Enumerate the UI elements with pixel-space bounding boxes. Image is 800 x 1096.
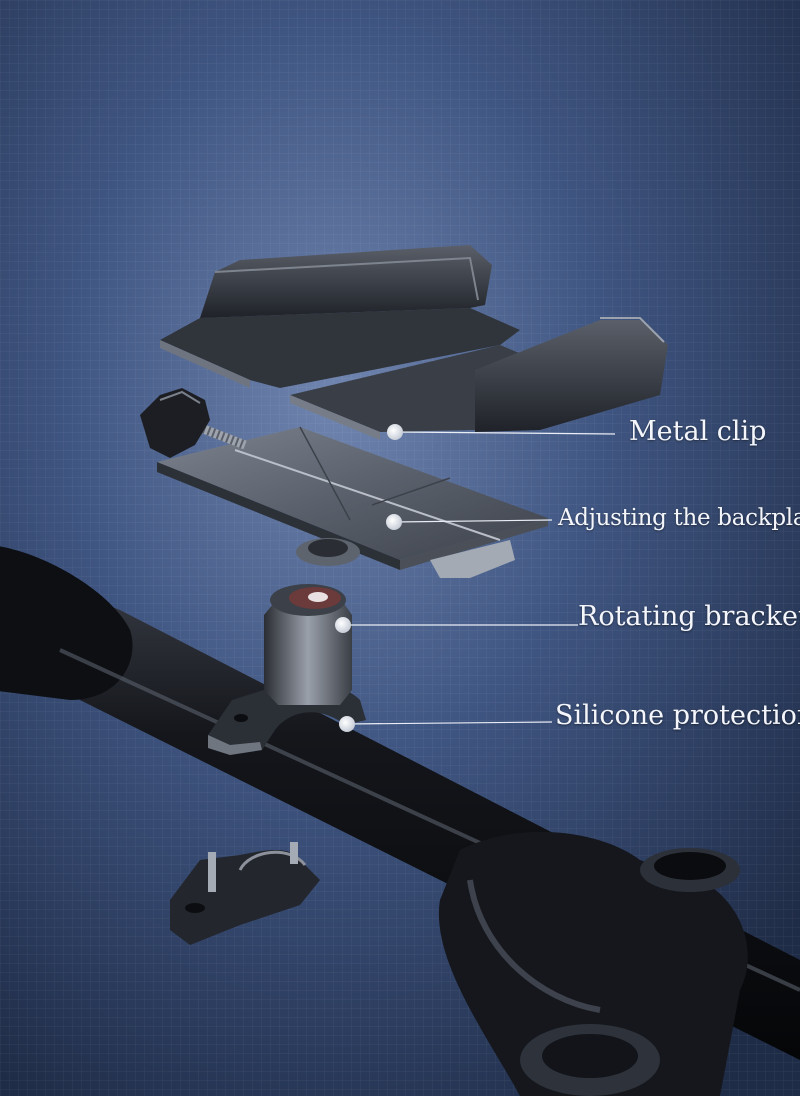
- callout-dot-metal-clip: [387, 424, 403, 440]
- callout-label-silicone-protection: Silicone protection: [555, 700, 800, 731]
- handlebar: [0, 546, 800, 1096]
- callout-dot-adjusting-backplane: [386, 514, 402, 530]
- callout-leaders: [335, 424, 616, 732]
- callout-dot-rotating-bracket: [335, 617, 351, 633]
- lower-clamp: [170, 842, 320, 945]
- callout-label-rotating-bracket: Rotating bracket: [578, 601, 800, 632]
- adjusting-backplane: [140, 388, 548, 578]
- callout-label-metal-clip: Metal clip: [629, 416, 767, 447]
- callout-dot-silicone-protection: [339, 716, 355, 732]
- callout-label-adjusting-backplane: Adjusting the backplane: [558, 505, 800, 531]
- rotating-bracket: [264, 584, 352, 705]
- metal-clip: [160, 245, 668, 440]
